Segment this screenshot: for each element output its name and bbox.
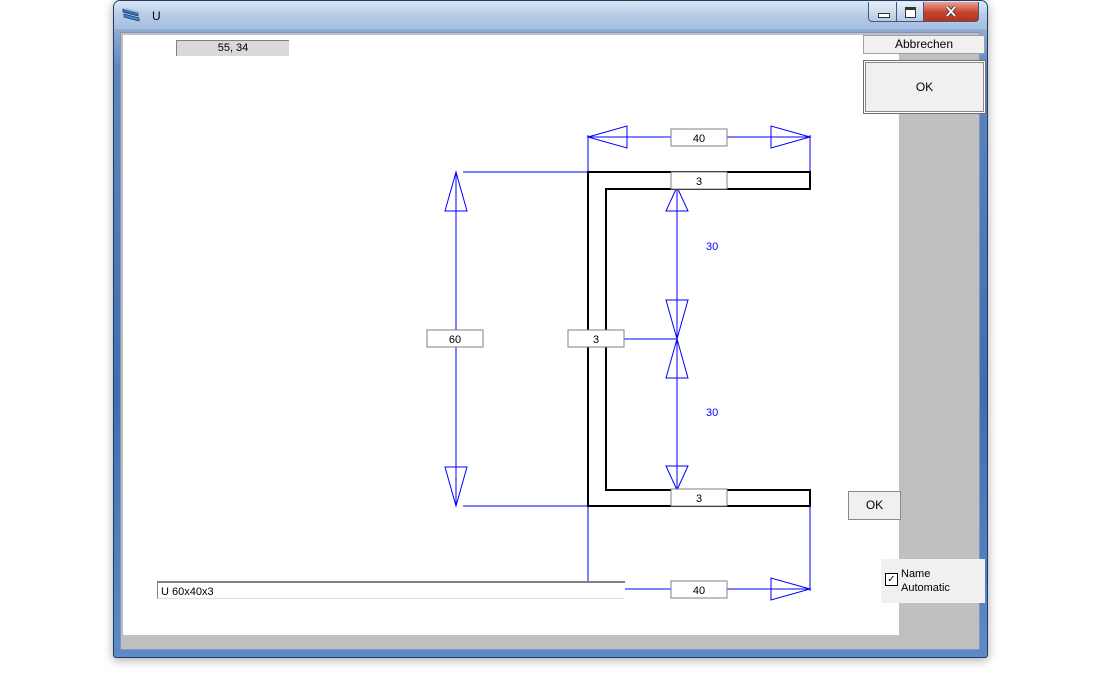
dim-half-height-upper: 30 (706, 241, 718, 253)
ok-button[interactable]: OK (863, 60, 986, 114)
name-automatic-option[interactable]: ✓ Name Automatic (881, 559, 985, 603)
minimize-icon (878, 13, 890, 18)
dim-web-thickness-value: 3 (593, 334, 599, 346)
coordinate-readout: 55, 34 (176, 40, 289, 56)
name-automatic-checkbox[interactable]: ✓ (885, 573, 898, 586)
close-icon (945, 6, 957, 17)
dim-web-thickness[interactable]: 3 (567, 329, 625, 348)
dim-flange-top-thickness-value: 3 (696, 176, 702, 188)
minimize-button[interactable] (868, 2, 898, 22)
dim-flange-bottom-thickness[interactable]: 3 (670, 488, 728, 507)
title-bar[interactable]: U (114, 1, 987, 29)
dim-height[interactable]: 60 (426, 329, 484, 348)
maximize-icon (905, 7, 916, 18)
window-title: U (152, 9, 161, 23)
app-icon (122, 8, 142, 22)
name-automatic-label: Name Automatic (901, 568, 950, 594)
dialog-window: U (113, 0, 988, 658)
profile-drawing: 40 3 60 3 3 (426, 125, 812, 601)
dim-width-top[interactable]: 40 (670, 128, 728, 147)
dimension-lines (444, 125, 812, 601)
ok-small-button[interactable]: OK (848, 491, 901, 520)
maximize-button[interactable] (896, 2, 925, 22)
drawing-canvas[interactable]: 40 3 60 3 3 (123, 35, 899, 635)
dim-flange-bottom-thickness-value: 3 (696, 493, 702, 505)
profile-name-field[interactable]: U 60x40x3 (157, 581, 625, 599)
dialog-client-area: 40 3 60 3 3 (120, 32, 986, 650)
dim-width-bottom-value: 40 (693, 585, 705, 597)
close-button[interactable] (923, 2, 979, 22)
dim-width-top-value: 40 (693, 133, 705, 145)
u-profile-outline (587, 171, 811, 507)
dim-width-bottom[interactable]: 40 (670, 580, 728, 599)
dim-height-value: 60 (449, 334, 461, 346)
cancel-button[interactable]: Abbrechen (863, 35, 985, 54)
dim-half-height-lower: 30 (706, 407, 718, 419)
dim-flange-top-thickness[interactable]: 3 (670, 171, 728, 190)
